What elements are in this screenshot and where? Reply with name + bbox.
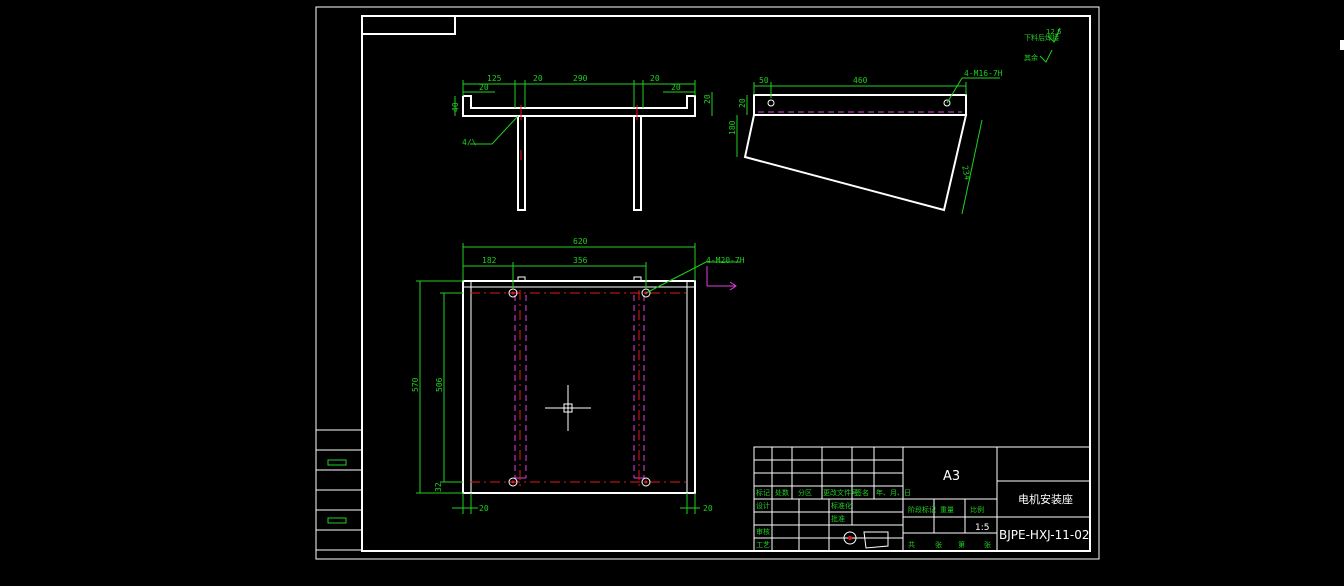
tb-label-sheetunit: 张 [984,540,991,549]
side-dim-20: 20 [738,98,747,108]
plan-dim-32: 32 [434,482,443,492]
side-view-profile [743,114,968,212]
tb-header-count: 处数 [775,488,789,497]
tb-label-stage: 阶段标记 [908,505,936,514]
plan-dim-356: 356 [573,256,588,265]
tb-header-mark: 标记 [756,488,770,497]
left-binding-strip [315,429,363,551]
part-name: 电机安装座 [1018,492,1073,506]
front-dim-20a: 20 [533,74,543,83]
roughness-note-line2: 其余 [1024,53,1038,62]
tb-label-review: 审核 [756,527,770,536]
plan-view-outline [462,280,696,494]
tb-header-date: 年、月、日 [876,488,911,497]
front-view-channel [462,95,696,117]
front-dim-40: 40 [451,102,460,112]
side-dim-234: 234 [960,165,972,181]
tb-label-process: 工艺 [756,541,770,549]
front-view-leg-left [517,115,526,211]
plan-view-leg-right [633,276,642,282]
ucs-axis-icon [706,266,737,291]
tb-label-total: 共 [908,540,915,549]
tb-label-ratio: 比例 [970,505,984,514]
title-block: 标记 处数 分区 更改文件号 签名 年、月、日 设计 标准化 审核 工艺 批准 … [753,446,1091,552]
side-dim-50: 50 [759,76,769,85]
plan-view[interactable]: 620 182 356 570 506 32 20 20 4-M20-7H [411,237,745,514]
company-logo [843,531,889,549]
plan-hole-note: 4-M20-7H [706,256,745,265]
front-dim-20b: 20 [650,74,660,83]
weld-note: 4/\ [462,138,477,147]
tb-header-zone: 分区 [798,488,812,497]
top-left-code-box [361,15,456,35]
sheet-inner-frame [361,15,1091,552]
plan-dim-20a: 20 [479,504,489,513]
roughness-note: 下料后焊接 其余 12.5 [1024,27,1062,63]
plan-view-leg-left [517,276,526,282]
tb-label-weight: 重量 [940,506,954,514]
edge-marker [1340,40,1344,50]
front-view-leg-right [633,115,642,211]
scale-value: 1:5 [975,523,989,533]
sheet-outer-border [315,6,1100,560]
tb-label-sheets: 张 [935,540,942,549]
front-view[interactable]: 125 20 290 20 20 20 40 20 4/\ [451,74,713,211]
roughness-value: 12.5 [1046,28,1062,36]
side-dim-460: 460 [853,76,868,85]
plan-dim-20b: 20 [703,504,713,513]
side-hole-note: 4-M16-7H [964,69,1003,78]
plan-dim-506: 506 [435,377,444,392]
tb-header-changedoc: 更改文件号 [823,488,858,497]
tb-header-sign: 签名 [855,488,869,497]
tb-label-design: 设计 [756,501,770,510]
tb-label-standardize: 标准化 [831,501,852,510]
plan-dim-182: 182 [482,256,497,265]
front-dim-20c: 20 [479,83,489,92]
sheet-size-label: A3 [943,469,960,484]
front-dim-20d: 20 [671,83,681,92]
plan-dim-570: 570 [411,377,420,392]
front-dim-125: 125 [487,74,502,83]
side-dim-180: 180 [728,120,737,135]
drawing-number: BJPE-HXJ-11-02 [999,528,1089,542]
plan-dim-620: 620 [573,237,588,246]
side-view[interactable]: 50 460 20 180 234 4-M16-7H [728,69,1003,215]
front-dim-20e: 20 [703,94,712,104]
front-dim-290: 290 [573,74,588,83]
tb-label-approve: 批准 [831,514,845,523]
tb-label-sheetno: 第 [958,540,965,549]
roughness-note-line1: 下料后焊接 [1024,33,1059,42]
